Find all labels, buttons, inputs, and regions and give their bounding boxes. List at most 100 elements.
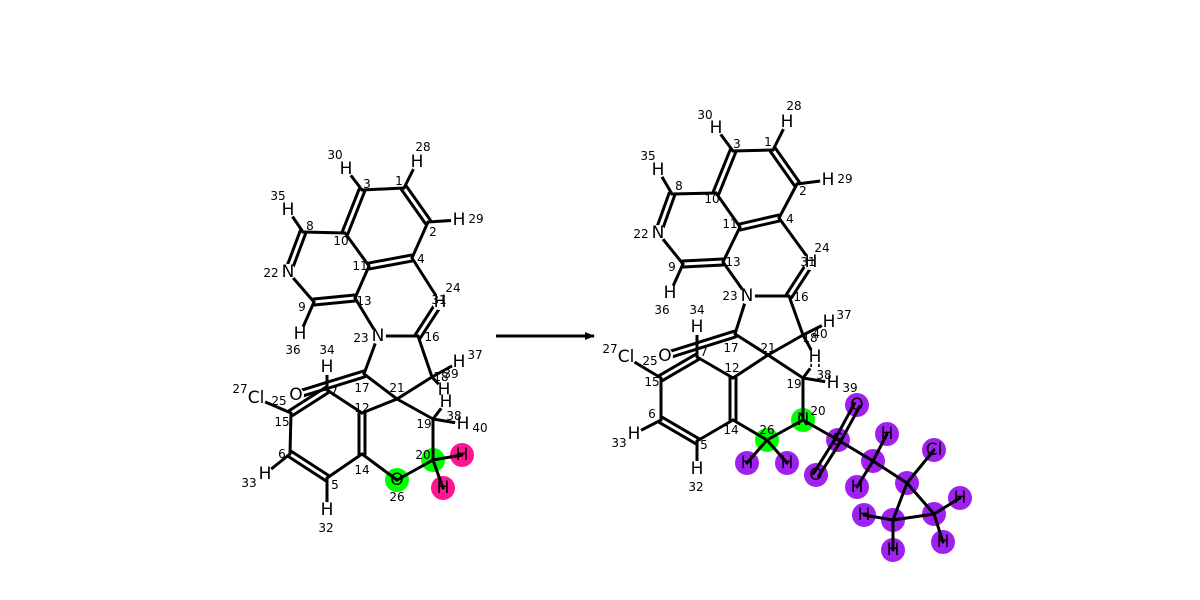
atom-symbol-23: N <box>741 286 754 306</box>
bond-4-31 <box>410 256 442 304</box>
atom-symbol-S: S <box>833 430 844 450</box>
bond-2-4 <box>777 182 799 220</box>
atom-symbol-H_b: H <box>437 478 450 498</box>
double-bond-S-Os2-b <box>817 440 843 479</box>
atom-index-28: 28 <box>415 140 430 154</box>
atom-index-1: 1 <box>764 135 772 149</box>
bond-21-17 <box>733 332 770 357</box>
double-bond-6-5 <box>286 455 327 483</box>
atom-index-2: 2 <box>799 184 807 198</box>
double-bond-7-15 <box>657 352 697 377</box>
bond-21-17 <box>362 372 399 401</box>
atom-symbol-Ha1: H <box>881 424 894 444</box>
atom-index-6: 6 <box>278 447 286 461</box>
bond-2-4 <box>410 220 430 260</box>
double-bond-7-15-b <box>661 358 701 383</box>
atom-index-2: 2 <box>429 225 437 239</box>
atom-index-30: 30 <box>327 148 342 162</box>
atom-symbol-H26a: H <box>741 453 754 473</box>
atom-symbol-Ha2: H <box>851 477 864 497</box>
atom-symbol-H26b: H <box>781 453 794 473</box>
atom-index-31: 31 <box>800 255 815 269</box>
bond-10-8 <box>670 191 718 196</box>
double-bond-9-13-b <box>312 293 357 301</box>
bond-12-7 <box>695 355 735 380</box>
atom-index-38: 38 <box>816 368 831 382</box>
atom-symbol-35: H <box>652 160 665 180</box>
bond-10-11 <box>343 231 371 268</box>
bond-Ca-Ha2 <box>855 459 875 489</box>
atom-index-14: 14 <box>354 463 369 477</box>
bond-18-21 <box>766 333 805 357</box>
atom-index-36: 36 <box>654 303 669 317</box>
atom-symbol-30: H <box>340 159 353 179</box>
atom-symbol-Hd2: H <box>937 532 950 552</box>
atom-index-9: 9 <box>298 300 306 314</box>
atom-label-bg-38 <box>825 375 841 391</box>
bond-21-12 <box>360 397 399 415</box>
bond-Cb-Cd <box>905 481 936 516</box>
atom-index-37: 37 <box>836 308 851 322</box>
bond-16-18 <box>416 334 434 379</box>
atom-index-20: 20 <box>810 404 825 418</box>
atom-index-3: 3 <box>363 177 371 191</box>
atom-index-36: 36 <box>285 343 300 357</box>
atom-label-bg-35 <box>650 162 666 178</box>
bond-21-19 <box>766 353 805 380</box>
bond-20-H_a <box>431 453 464 462</box>
atom-index-34: 34 <box>689 303 704 317</box>
bond-Cb-Cc <box>891 481 909 522</box>
atom-label-bg-23 <box>739 288 755 304</box>
atom-index-7: 7 <box>700 345 708 359</box>
atom-symbol-40: H <box>440 392 453 412</box>
atom-index-34: 34 <box>319 343 334 357</box>
atom-index-8: 8 <box>306 219 314 233</box>
atom-index-37: 37 <box>467 348 482 362</box>
atom-index-18: 18 <box>433 370 448 384</box>
bond-S-Ca <box>836 438 875 463</box>
atom-index-39: 39 <box>443 367 458 381</box>
double-bond-3-10 <box>711 148 732 194</box>
bond-Cd-Hd2 <box>932 512 945 544</box>
atom-label-bg-37 <box>821 314 837 330</box>
atom-symbol-23: N <box>372 326 385 346</box>
atom-symbol-32: H <box>321 500 334 520</box>
atom-symbol-22: N <box>282 262 295 282</box>
atom-symbol-Os2: O <box>809 465 822 485</box>
double-bond-1-2 <box>769 150 797 188</box>
atom-index-1: 1 <box>395 174 403 188</box>
atom-label-bg-33 <box>626 426 642 442</box>
reactant-molecule: 123456789101112131415161718192021N22N23O… <box>232 140 487 535</box>
atom-index-13: 13 <box>356 294 371 308</box>
bond-20-S <box>801 418 840 442</box>
atom-index-35: 35 <box>270 189 285 203</box>
atom-index-21: 21 <box>760 341 775 355</box>
atom-label-bg-33 <box>257 466 273 482</box>
bond-26-14 <box>731 418 769 442</box>
atom-label-bg-29 <box>451 212 467 228</box>
atom-symbol-37: H <box>453 352 466 372</box>
atom-index-3: 3 <box>733 137 741 151</box>
bond-5-14 <box>695 418 735 443</box>
bond-Cd-Hd1 <box>932 496 962 516</box>
atom-index-30: 30 <box>697 108 712 122</box>
bond-1-3 <box>731 148 775 153</box>
bond-Cc-Cd <box>891 512 936 522</box>
atom-index-22: 22 <box>263 266 278 280</box>
atom-index-16: 16 <box>424 330 439 344</box>
double-bond-17-27-b <box>295 375 367 400</box>
atom-index-32: 32 <box>688 480 703 494</box>
bond-1-3 <box>360 186 406 192</box>
atom-label-bg-27 <box>657 348 673 364</box>
atom-index-17: 17 <box>354 381 369 395</box>
atom-symbol-22: N <box>652 223 665 243</box>
atom-index-27: 27 <box>602 342 617 356</box>
atom-index-11: 11 <box>352 259 367 273</box>
double-bond-S-Os2 <box>811 436 837 475</box>
atom-label-bg-40 <box>438 394 454 410</box>
double-bond-17-27 <box>662 329 736 355</box>
bond-4-31 <box>777 216 813 264</box>
atom-label-bg-29 <box>820 172 836 188</box>
